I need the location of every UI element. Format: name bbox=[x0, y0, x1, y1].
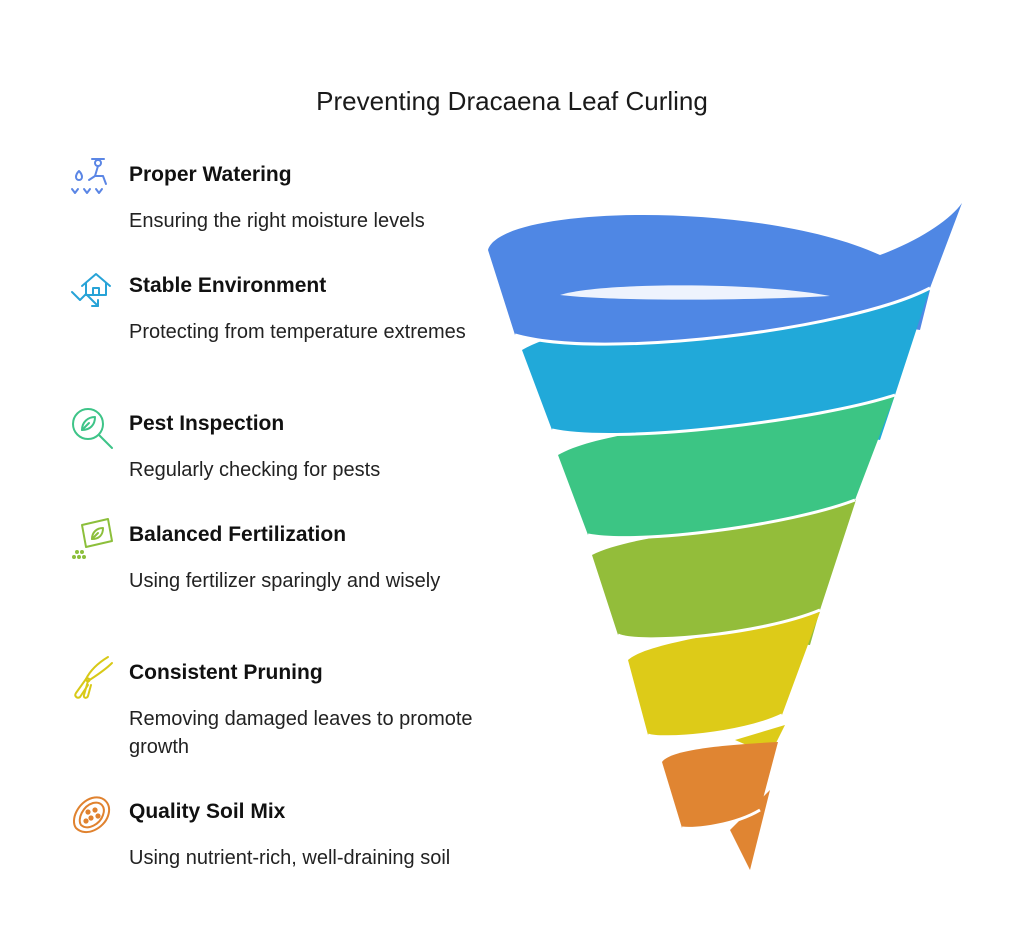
item-heading: Stable Environment bbox=[129, 274, 327, 297]
item-description: Protecting from temperature extremes bbox=[129, 321, 466, 343]
funnel-band-orange bbox=[662, 742, 778, 829]
leaf-magnifier-icon bbox=[72, 408, 113, 449]
house-temperature-icon bbox=[71, 273, 111, 307]
item-heading: Quality Soil Mix bbox=[129, 800, 286, 823]
page-title: Preventing Dracaena Leaf Curling bbox=[316, 86, 708, 116]
funnel-opening bbox=[560, 285, 830, 300]
item-heading: Consistent Pruning bbox=[129, 661, 323, 684]
item-heading: Pest Inspection bbox=[129, 412, 285, 435]
item-description: Using fertilizer sparingly and wisely bbox=[129, 570, 441, 592]
item-description: Regularly checking for pests bbox=[129, 459, 381, 481]
item-description: Ensuring the right moisture levels bbox=[129, 210, 425, 232]
spiral-funnel bbox=[488, 203, 962, 870]
item-heading: Balanced Fertilization bbox=[129, 523, 347, 546]
funnel-band-green2 bbox=[592, 500, 856, 639]
funnel-band-yellow bbox=[628, 612, 820, 737]
funnel-band-blue bbox=[488, 203, 962, 345]
funnel-band-green bbox=[558, 395, 895, 538]
item-description: Using nutrient-rich, well-draining soil bbox=[129, 847, 451, 869]
item-description: Removing damaged leaves to promote growt… bbox=[129, 708, 473, 758]
watering-person-icon bbox=[71, 158, 107, 194]
item-heading: Proper Watering bbox=[129, 163, 292, 186]
pruning-shears-icon bbox=[74, 656, 113, 699]
soil-icon bbox=[73, 796, 110, 834]
fertilizer-bag-icon bbox=[72, 518, 113, 559]
